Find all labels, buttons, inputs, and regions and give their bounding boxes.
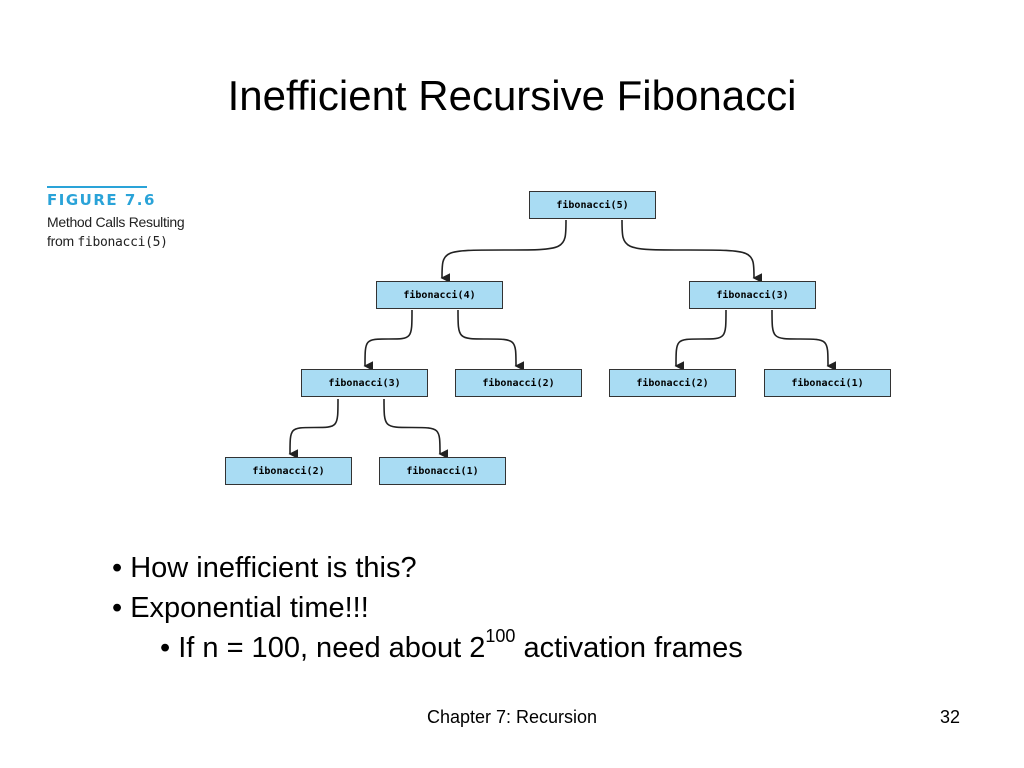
bullet-3: • If n = 100, need about 2100 activation… [112, 626, 743, 668]
slide-title: Inefficient Recursive Fibonacci [227, 72, 797, 119]
bullet-list: • How inefficient is this? • Exponential… [112, 548, 743, 668]
bullet-3-prefix: • If n = 100, need about 2 [160, 632, 486, 664]
bullet-2: • Exponential time!!! [112, 592, 369, 624]
call-node-fibonacci-3: fibonacci(3) [301, 369, 428, 397]
call-arrow [457, 309, 525, 371]
call-arrow [363, 309, 413, 371]
call-arrow [771, 309, 837, 371]
caption-line-2: from fibonacci(5) [47, 232, 184, 252]
page-number: 32 [940, 707, 961, 727]
figure-caption: Method Calls Resulting from fibonacci(5) [47, 213, 185, 252]
caption-code: fibonacci(5) [77, 235, 168, 250]
call-node-fibonacci-2: fibonacci(2) [455, 369, 582, 397]
bullet-3-suffix: activation frames [515, 632, 743, 664]
call-node-fibonacci-1: fibonacci(1) [379, 457, 506, 485]
call-arrow [383, 398, 449, 459]
call-node-fibonacci-1: fibonacci(1) [764, 369, 891, 397]
footer-text: Chapter 7: Recursion [426, 707, 598, 727]
call-node-fibonacci-4: fibonacci(4) [376, 281, 503, 309]
call-arrow [440, 219, 567, 283]
bullet-1: • How inefficient is this? [112, 552, 417, 584]
call-node-fibonacci-2: fibonacci(2) [609, 369, 736, 397]
exponent: 100 [485, 626, 516, 646]
figure-rule [47, 186, 147, 188]
call-arrow [674, 309, 727, 371]
caption-line-1: Method Calls Resulting [47, 214, 185, 230]
caption-prefix: from [47, 233, 78, 249]
call-node-fibonacci-5: fibonacci(5) [529, 191, 656, 219]
call-node-fibonacci-3: fibonacci(3) [689, 281, 816, 309]
figure-number: FIGURE 7.6 [47, 191, 156, 209]
call-arrow [288, 398, 339, 459]
call-arrow [621, 219, 763, 283]
call-node-fibonacci-2: fibonacci(2) [225, 457, 352, 485]
